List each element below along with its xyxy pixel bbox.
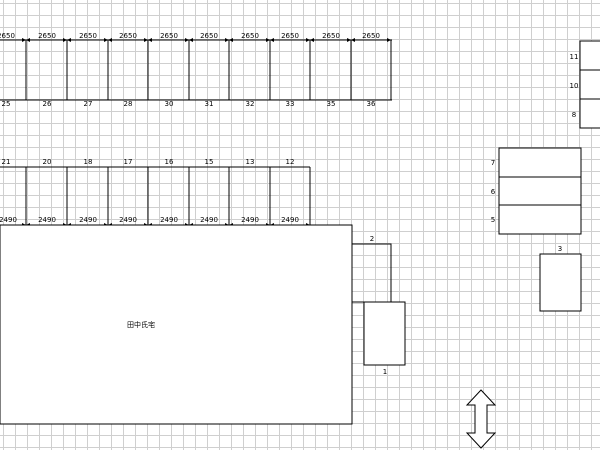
space-number: 30: [165, 100, 174, 108]
space-number: 6: [491, 188, 496, 196]
middle-dim-label: 2490: [119, 216, 137, 224]
middle-dim-label: 2490: [241, 216, 259, 224]
space-number: 28: [124, 100, 133, 108]
space-number: 2: [370, 235, 374, 243]
middle-dim-label: 2490: [0, 216, 17, 224]
space-number: 33: [286, 100, 295, 108]
space-1-outline: [363, 301, 406, 366]
space-number: 15: [205, 158, 214, 166]
middle-dim-label: 2490: [281, 216, 299, 224]
space-number: 1: [383, 368, 387, 376]
space-number: 26: [43, 100, 52, 108]
space-2-outline: [352, 243, 392, 303]
up-down-arrow-icon: [465, 389, 497, 449]
space-number: 7: [491, 159, 495, 167]
top-parking-row: 2650 2650 2650 2650 2650 2650 2650 2650 …: [0, 32, 392, 108]
middle-dim-label: 2490: [79, 216, 97, 224]
top-dim-label: 2650: [200, 32, 218, 40]
space-number: 17: [124, 158, 133, 166]
right-upper-spaces: 11 10 8: [570, 40, 600, 129]
house-label: 田中氏宅: [127, 320, 155, 329]
space-number: 20: [43, 158, 52, 166]
space-number: 11: [570, 53, 579, 61]
top-dim-label: 2650: [322, 32, 340, 40]
space-number: 36: [367, 100, 376, 108]
top-dim-label: 2650: [241, 32, 259, 40]
space-number: 18: [84, 158, 93, 166]
space-number: 10: [570, 82, 579, 90]
middle-parking-row: 21 20 18 17 16 15 13 12 2490 2490 2490 2…: [0, 158, 311, 227]
house-building: [0, 224, 353, 425]
space-number: 35: [327, 100, 336, 108]
space-number: 31: [205, 100, 214, 108]
right-middle-spaces: 7 6 5: [491, 147, 582, 235]
middle-dim-label: 2490: [200, 216, 218, 224]
space-number: 12: [286, 158, 295, 166]
top-dim-label: 2650: [362, 32, 380, 40]
space-number: 5: [491, 216, 495, 224]
space-number: 27: [84, 100, 93, 108]
middle-dim-label: 2490: [160, 216, 178, 224]
top-dim-label: 2650: [0, 32, 15, 40]
top-dim-label: 2650: [38, 32, 56, 40]
space-number: 13: [246, 158, 255, 166]
top-dim-label: 2650: [79, 32, 97, 40]
space-number: 25: [2, 100, 11, 108]
middle-dim-label: 2490: [38, 216, 56, 224]
space-number: 32: [246, 100, 255, 108]
space-number: 21: [2, 158, 11, 166]
space-number: 8: [572, 111, 576, 119]
space-3-outline: [539, 253, 582, 312]
top-dim-label: 2650: [281, 32, 299, 40]
top-dim-label: 2650: [119, 32, 137, 40]
space-number: 3: [558, 245, 562, 253]
top-dim-label: 2650: [160, 32, 178, 40]
space-number: 16: [165, 158, 174, 166]
